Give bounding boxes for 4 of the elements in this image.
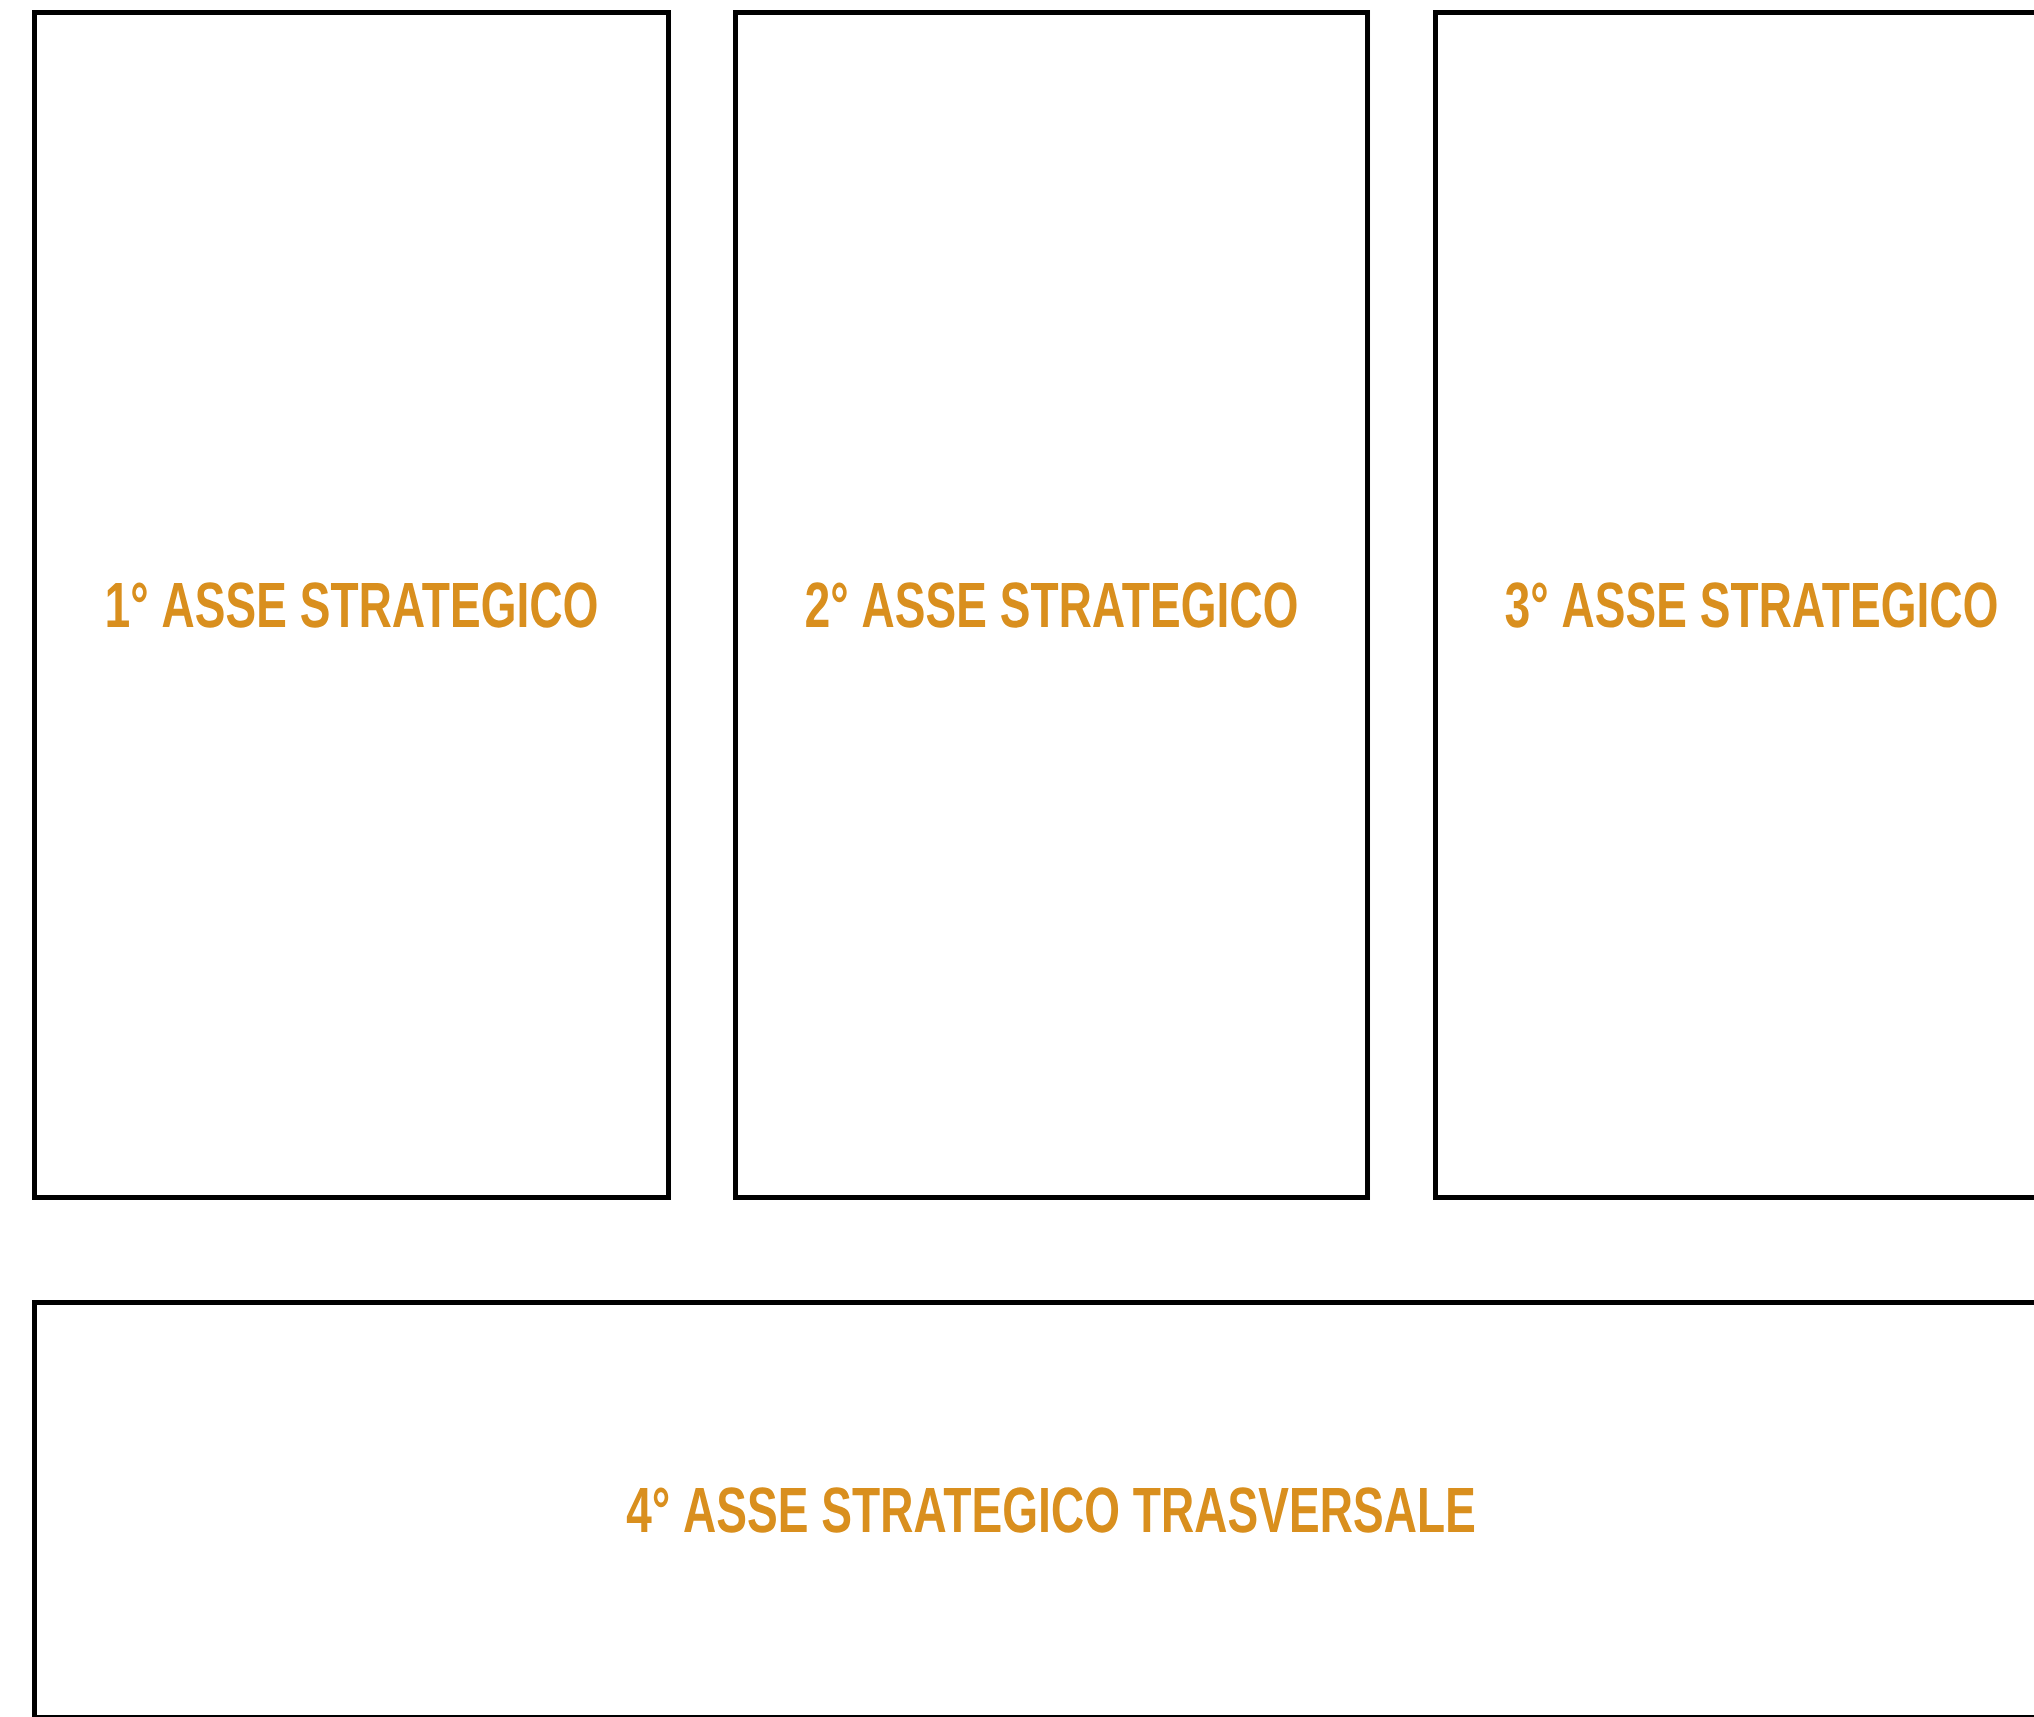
axis-box: 1° ASSE STRATEGICO — [32, 10, 671, 1200]
axis-box: 2° ASSE STRATEGICO — [733, 10, 1370, 1200]
axis-box: 3° ASSE STRATEGICO — [1433, 10, 2034, 1200]
axis-box: 4° ASSE STRATEGICO TRASVERSALE — [32, 1300, 2034, 1717]
